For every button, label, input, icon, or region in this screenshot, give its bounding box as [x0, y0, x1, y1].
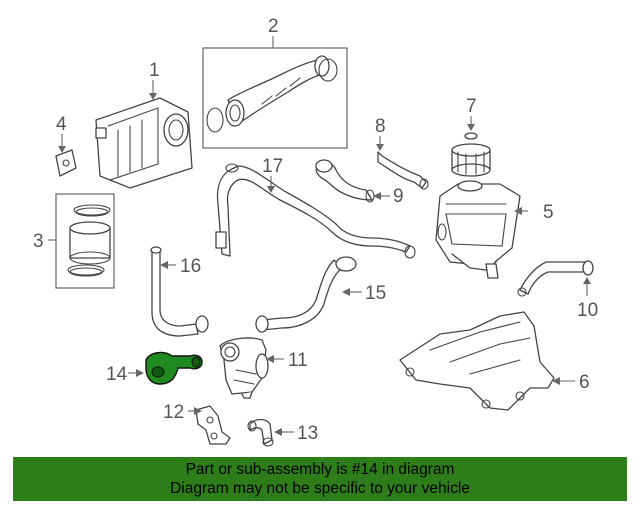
part-13-hose[interactable] [247, 418, 274, 447]
callout-8: 8 [375, 116, 386, 137]
leader-lines [48, 36, 591, 436]
part-14-highlighted[interactable] [145, 351, 203, 385]
part-9-hose[interactable] [315, 159, 375, 203]
info-banner: Part or sub-assembly is #14 in diagram D… [13, 457, 627, 501]
callout-4: 4 [56, 114, 67, 135]
part-15-hose[interactable] [255, 256, 357, 333]
callout-3: 3 [33, 231, 44, 252]
part-3-sleeve-kit[interactable] [55, 193, 115, 289]
banner-line-2: Diagram may not be specific to your vehi… [170, 480, 470, 497]
part-16-hose[interactable] [150, 246, 209, 337]
callout-7: 7 [466, 96, 477, 117]
callout-13: 13 [297, 423, 318, 444]
part-6-carrier-bracket[interactable] [399, 311, 555, 411]
part-11-water-pump[interactable] [219, 337, 269, 399]
callout-12: 12 [163, 402, 184, 423]
callout-5: 5 [543, 202, 554, 223]
part-4-bracket[interactable] [55, 149, 77, 177]
part-7-reservoir-cap[interactable] [451, 132, 491, 177]
callout-9: 9 [393, 186, 404, 207]
part-5-expansion-tank[interactable] [435, 180, 521, 279]
callout-11: 11 [288, 350, 308, 371]
callout-16: 16 [180, 256, 201, 277]
part-10-hose[interactable] [517, 260, 594, 297]
part-12-bracket[interactable] [195, 405, 231, 445]
callout-2: 2 [268, 16, 279, 37]
callout-14: 14 [106, 364, 128, 385]
callout-6: 6 [579, 372, 590, 393]
banner-line-1: Part or sub-assembly is #14 in diagram [185, 461, 455, 478]
callout-1: 1 [149, 60, 160, 81]
callout-10: 10 [577, 300, 598, 321]
callout-17: 17 [262, 156, 283, 177]
part-1-intercooler[interactable] [95, 97, 193, 189]
callout-15: 15 [365, 283, 386, 304]
part-17-coolant-pipe[interactable] [215, 163, 416, 259]
part-2-intake-hose[interactable] [202, 47, 348, 149]
part-8-hose[interactable] [377, 151, 429, 190]
